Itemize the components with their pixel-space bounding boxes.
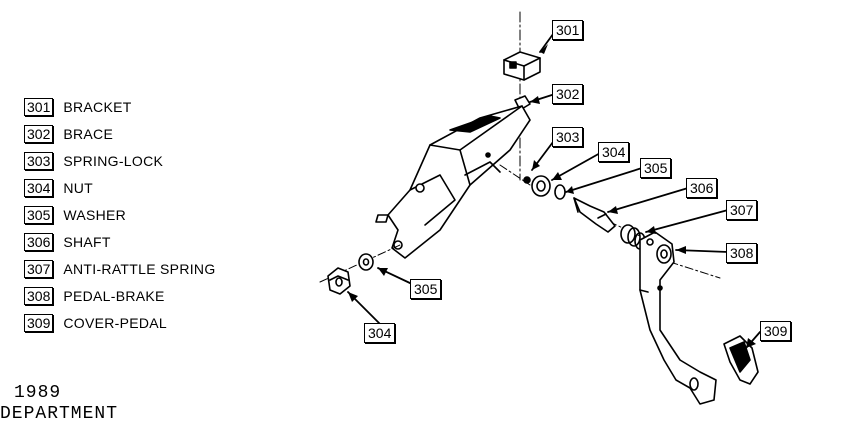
legend-row: 302 BRACE <box>24 120 216 147</box>
callout-304: 304 <box>598 142 630 162</box>
legend-row: 305 WASHER <box>24 201 216 228</box>
legend-row: 303 SPRING-LOCK <box>24 147 216 174</box>
legend-name: ANTI-RATTLE SPRING <box>63 260 216 277</box>
callout-303: 303 <box>552 127 584 147</box>
legend-row: 301 BRACKET <box>24 93 216 120</box>
legend-code: 303 <box>24 151 54 170</box>
legend-name: NUT <box>63 179 94 196</box>
parts-legend: 301 BRACKET 302 BRACE 303 SPRING-LOCK 30… <box>24 93 216 336</box>
legend-code: 305 <box>24 205 54 224</box>
callout-305-lower: 305 <box>410 279 442 299</box>
legend-row: 304 NUT <box>24 174 216 201</box>
footer-department: DEPARTMENT <box>0 404 119 424</box>
pedal-cover-part <box>723 335 759 385</box>
bracket-part <box>503 51 541 81</box>
callout-302: 302 <box>552 84 584 104</box>
callout-307: 307 <box>726 200 758 220</box>
legend-name: PEDAL-BRAKE <box>63 287 165 304</box>
lower-nut-part <box>327 267 351 295</box>
callout-304-lower: 304 <box>364 323 396 343</box>
pedal-part <box>639 231 717 405</box>
legend-name: WASHER <box>63 206 127 223</box>
callout-308: 308 <box>726 243 758 263</box>
legend-code: 302 <box>24 124 54 143</box>
nut-part <box>531 175 551 197</box>
legend-row: 308 PEDAL-BRAKE <box>24 282 216 309</box>
legend-code: 309 <box>24 313 54 332</box>
legend-name: COVER-PEDAL <box>63 314 168 331</box>
legend-name: SHAFT <box>63 233 111 250</box>
legend-code: 307 <box>24 259 54 278</box>
callout-306: 306 <box>686 178 718 198</box>
footer-year: 1989 <box>14 383 62 403</box>
callout-301: 301 <box>552 20 584 40</box>
legend-code: 304 <box>24 178 54 197</box>
legend-name: SPRING-LOCK <box>63 152 164 169</box>
legend-row: 309 COVER-PEDAL <box>24 309 216 336</box>
legend-code: 306 <box>24 232 54 251</box>
legend-name: BRACE <box>63 125 114 142</box>
legend-code: 308 <box>24 286 54 305</box>
legend-row: 307 ANTI-RATTLE SPRING <box>24 255 216 282</box>
callout-309: 309 <box>760 321 792 341</box>
legend-name: BRACKET <box>63 98 132 115</box>
legend-row: 306 SHAFT <box>24 228 216 255</box>
support-frame <box>375 105 531 259</box>
callout-305: 305 <box>640 158 672 178</box>
shaft-part <box>573 197 616 233</box>
legend-code: 301 <box>24 97 54 116</box>
